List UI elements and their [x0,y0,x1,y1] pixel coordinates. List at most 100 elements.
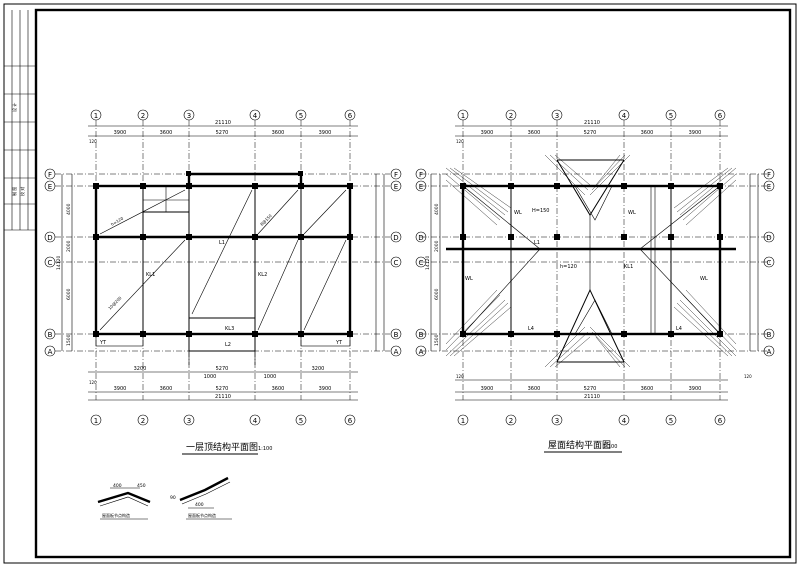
svg-text:6: 6 [718,417,723,425]
svg-text:5: 5 [669,112,673,120]
outer-frame [3,3,797,564]
inner-frame [34,8,792,559]
plan-left: 1 2 3 4 5 6 21110 3900 3600 5270 3600 39… [44,109,402,455]
svg-text:3: 3 [187,417,191,425]
svg-text:3: 3 [555,112,559,120]
detail2-dim-a: 400 [195,502,204,508]
svg-text:120: 120 [456,374,464,379]
svg-text:2: 2 [509,112,513,120]
svg-text:21110: 21110 [215,394,231,400]
svg-text:A: A [394,348,399,356]
detail1-dim-b: 450 [137,483,146,489]
left-dim-d: 1500 [66,334,72,346]
grid-row-E: E [48,183,52,191]
left-plan-title: 一层顶结构平面图 [186,441,258,453]
left-edge-dim: 120 [89,139,97,144]
svg-text:C: C [767,259,772,267]
left-span-2: 3600 [160,130,173,136]
svg-text:3900: 3900 [319,386,332,392]
svg-text:C: C [394,259,399,267]
left-plan-scale: 1:100 [258,446,272,452]
right-beam-l4-2: L4 [676,326,682,332]
svg-text:3600: 3600 [160,386,173,392]
detail-1: 400 450 屋面板节点构造 [97,483,151,520]
svg-text:3900: 3900 [114,386,127,392]
svg-text:B: B [419,331,424,339]
right-beam-wl-1: WL [514,210,522,216]
svg-text:A: A [419,348,424,356]
grid-row-B: B [48,331,53,339]
left-span-1: 3900 [114,130,127,136]
left-yt-2: YT [335,340,343,346]
svg-text:E: E [767,183,771,191]
svg-text:2000: 2000 [434,240,440,252]
svg-text:5270: 5270 [584,386,597,392]
left-beam-l2: L2 [225,342,231,348]
svg-text:120: 120 [744,374,752,379]
svg-text:2: 2 [509,417,513,425]
right-span-2: 3600 [528,130,541,136]
svg-text:2: 2 [141,417,145,425]
svg-text:4: 4 [622,112,627,120]
detail1-label: 屋面板节点构造 [102,512,130,518]
left-beam-kl1: KL1 [146,272,155,278]
grid-col-4: 4 [253,112,258,120]
left-total-height: 14120 [56,256,62,270]
title-cell-drawn: 制 图 [11,187,17,196]
svg-text:F: F [419,171,423,179]
right-plan-title: 屋面结构平面图 [548,439,611,451]
left-dim-a: 4000 [66,203,72,215]
grid-row-F: F [48,171,52,179]
right-beam-l4-1: L4 [528,326,534,332]
right-span-3: 5270 [584,130,597,136]
detail-2: 400 90 屋面板节点构造 [170,476,232,520]
left-span-4: 3600 [272,130,285,136]
right-span-1: 3900 [481,130,494,136]
right-plan-scale: 1:100 [603,444,617,450]
title-block: 设 计 制 图 校 对 [4,10,36,231]
left-outer-walls [94,184,352,336]
left-dim-c: 6000 [66,288,72,300]
left-beam-l1: L1 [219,240,225,246]
right-row-bubbles-r: F E D C B A [763,168,775,357]
svg-text:4: 4 [622,417,627,425]
left-bottom-1: 3200 [134,366,147,372]
detail2-label: 屋面板节点构造 [188,512,216,518]
svg-text:F: F [767,171,771,179]
svg-text:1: 1 [461,112,465,120]
right-beam-l1: L1 [534,240,540,246]
left-total-dim: 21110 [215,120,231,126]
left-bottom-4: 1000 [264,374,277,380]
svg-text:4: 4 [253,417,258,425]
right-span-4: 3600 [641,130,654,136]
svg-text:6: 6 [718,112,723,120]
svg-text:3600: 3600 [272,386,285,392]
plan-right: 1 2 3 4 5 6 21110 3900 3600 5270 3600 39… [415,109,775,453]
right-bottom-bubbles: 1 2 3 4 5 6 [457,414,726,426]
grid-col-5: 5 [299,112,303,120]
left-beam-kl3: KL3 [225,326,234,332]
left-bottom-5: 3200 [312,366,325,372]
svg-text:6: 6 [348,417,353,425]
svg-text:120: 120 [89,380,97,385]
svg-text:3900: 3900 [481,386,494,392]
grid-col-1: 1 [94,112,98,120]
right-total-height: 14120 [425,256,431,270]
left-structure [93,171,353,365]
right-row-bubbles-l: F E D C B A [415,168,427,357]
left-row-bubbles-r: F E D C B A [390,168,402,357]
grid-col-6: 6 [348,112,353,120]
svg-text:D: D [766,234,771,242]
left-bottom-3: 5270 [216,366,229,372]
left-beam-kl2: KL2 [258,272,267,278]
right-beam-wl-4: WL [700,276,708,282]
title-cell-check: 校 对 [19,187,25,196]
svg-text:1: 1 [461,417,465,425]
svg-text:D: D [393,234,398,242]
svg-text:3: 3 [555,417,559,425]
svg-text:E: E [394,183,398,191]
left-slab-note-1: h=120 [110,216,125,227]
svg-text:B: B [767,331,772,339]
left-top-bubbles: 1 2 3 4 5 6 [90,109,356,121]
